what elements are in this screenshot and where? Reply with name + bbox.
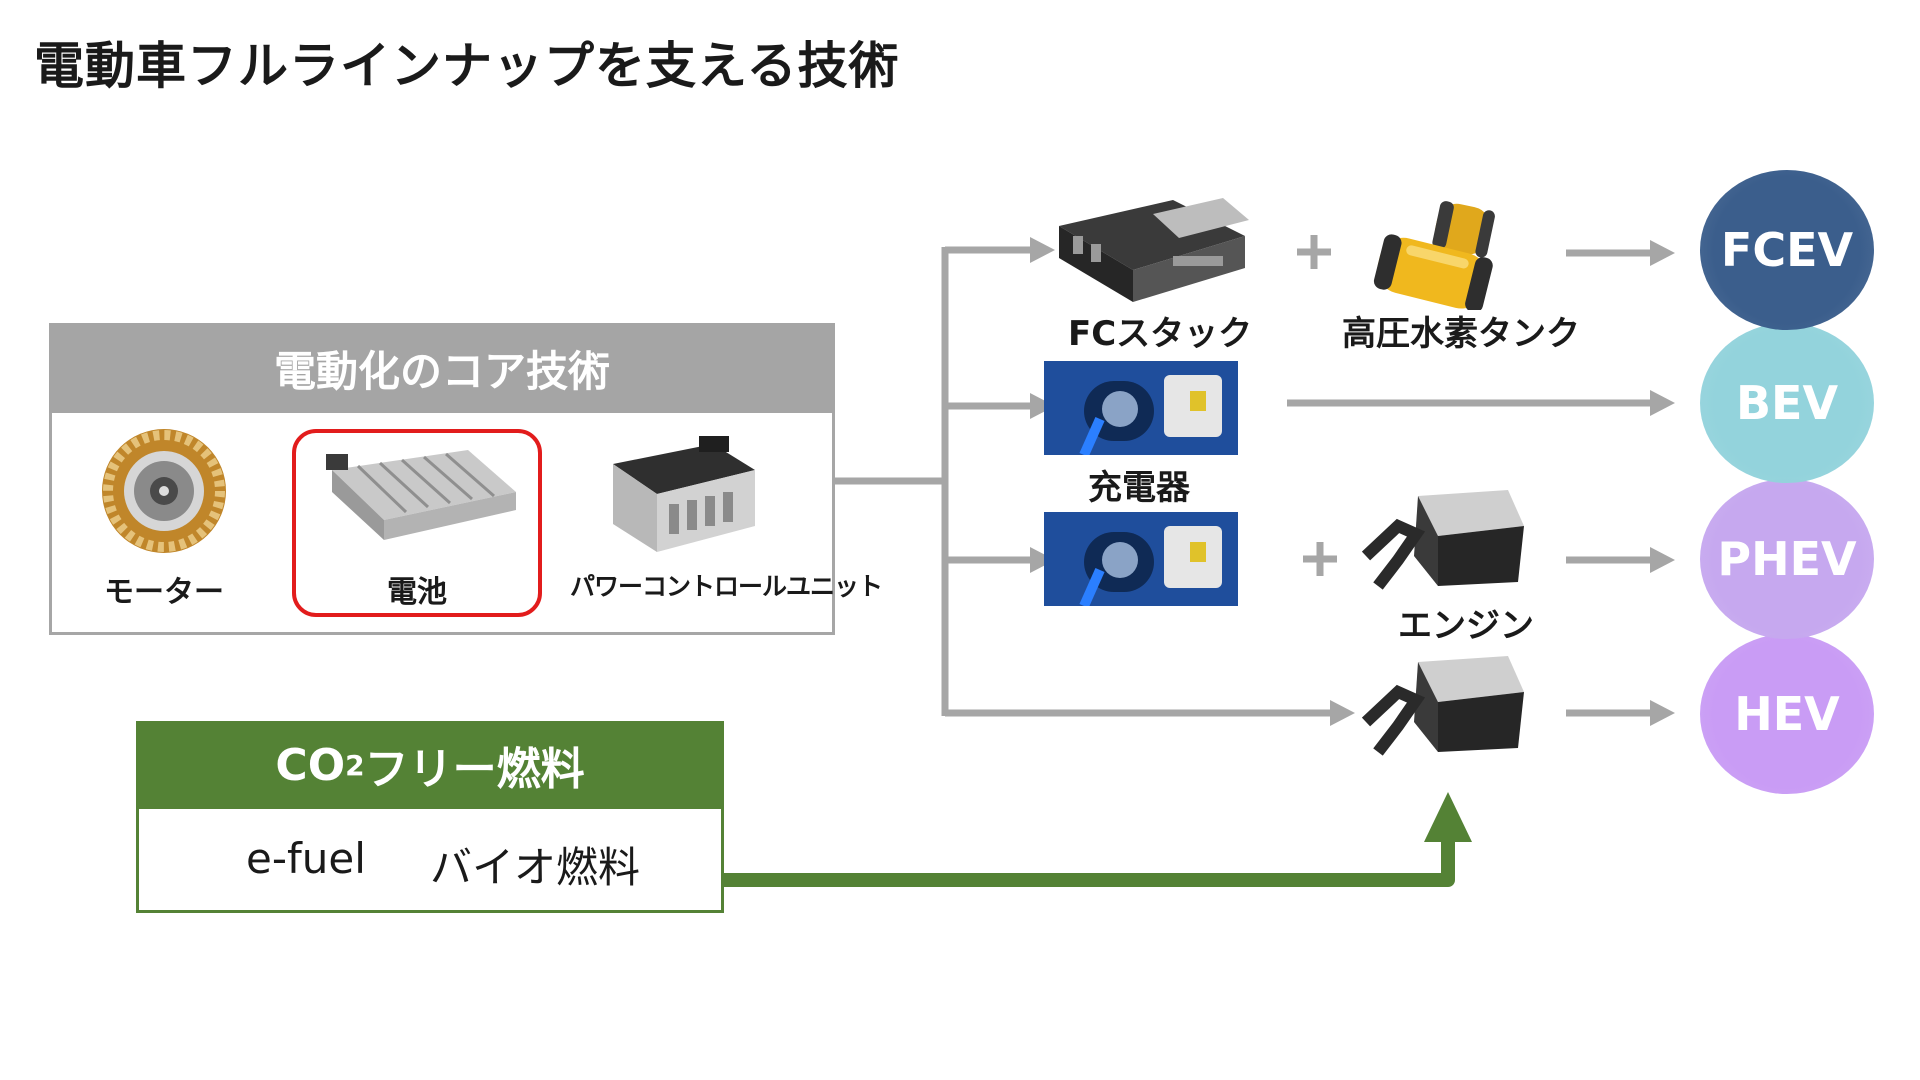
vehicle-fcev-label: FCEV [1720, 223, 1854, 277]
charger-icon [1044, 361, 1238, 459]
vehicle-bev: BEV [1700, 323, 1874, 483]
vehicle-bev-label: BEV [1735, 376, 1839, 430]
fuel-item-efuel: e-fuel [246, 834, 366, 883]
charger-label: 充電器 [1088, 468, 1190, 508]
fuel-header-co: CO [275, 739, 346, 791]
vehicle-fcev: FCEV [1700, 170, 1874, 330]
page-title: 電動車フルラインナップを支える技術 [34, 37, 900, 95]
green-fuel-arrow [724, 792, 1472, 887]
fc-stack-icon [1053, 186, 1253, 310]
engine-icon [1358, 486, 1528, 600]
fuel-item-biofuel: バイオ燃料 [430, 843, 641, 892]
fc-stack-label: FCスタック [1068, 314, 1253, 354]
battery-highlight-box [292, 429, 542, 617]
vehicle-hev-label: HEV [1734, 687, 1840, 741]
power-control-unit-icon [603, 434, 763, 566]
fuel-header-subscript: 2 [345, 748, 365, 782]
vehicle-hev: HEV [1700, 634, 1874, 794]
pcu-label: パワーコントロールユニット [570, 572, 883, 601]
engine-label: エンジン [1398, 606, 1534, 646]
battery-label: 電池 [387, 575, 447, 610]
motor-label: モーター [104, 575, 224, 610]
vehicle-phev: PHEV [1700, 479, 1874, 639]
hydrogen-tank-label: 高圧水素タンク [1342, 314, 1580, 354]
charger-icon-phev [1044, 512, 1238, 610]
fuel-header-rest: フリー燃料 [364, 744, 585, 795]
motor-icon [96, 423, 232, 563]
hydrogen-tank-icon [1368, 190, 1508, 314]
battery-pack-icon [318, 440, 522, 554]
core-tech-header: 電動化のコア技術 [49, 323, 835, 413]
engine-icon-hev [1358, 652, 1528, 766]
vehicle-phev-label: PHEV [1717, 532, 1857, 586]
